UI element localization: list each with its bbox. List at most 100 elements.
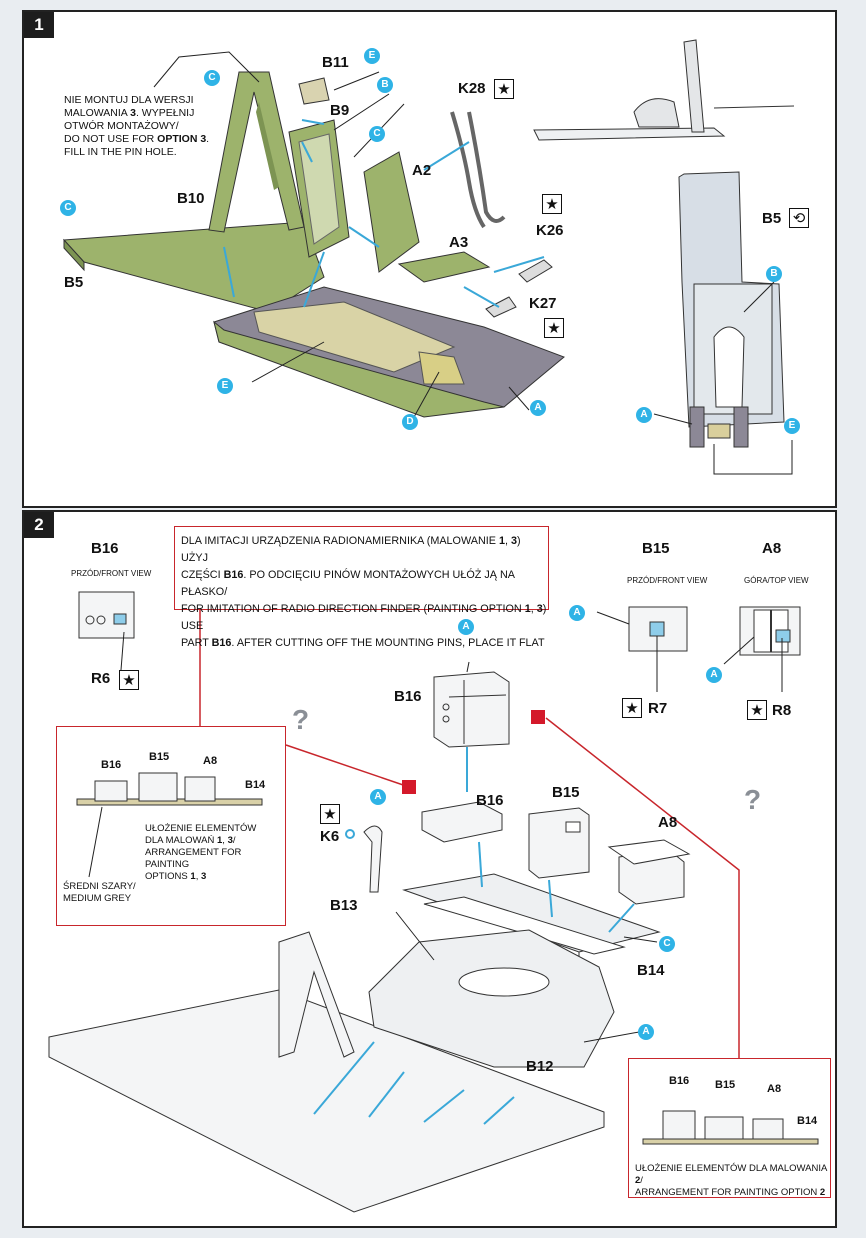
star-icon: ★ [622, 698, 642, 718]
red-connector-lines [199, 610, 740, 1058]
callout-c: C [369, 126, 385, 142]
box2-label-b14: B14 [797, 1115, 818, 1127]
label-k27: K27 [529, 295, 557, 312]
label-b16: B16 [394, 688, 422, 705]
step-1-note: NIE MONTUJ DLA WERSJI MALOWANIA 3. WYPEŁ… [64, 94, 210, 158]
step-2-artwork [48, 591, 801, 1213]
star-icon: ★ [544, 318, 564, 338]
box1-medium-grey: ŚREDNI SZARY/ MEDIUM GREY [63, 881, 136, 904]
question-mark: ? [744, 784, 762, 815]
callout-a: A [370, 789, 386, 805]
part-k6-b13 [345, 825, 383, 893]
callout-b: B [766, 266, 782, 282]
box2-label-a8: A8 [767, 1083, 782, 1095]
label-a2: A2 [412, 162, 432, 179]
callout-e: E [364, 48, 380, 64]
b15-front-view-label: PRZÓD/FRONT VIEW [627, 576, 708, 585]
label-b16-view: B16 [91, 540, 119, 557]
radio-b16-flat [421, 801, 503, 843]
radio-b16 [433, 661, 510, 748]
callout-b: B [377, 77, 393, 93]
arrangement-box-option-2: B16 B15 A8 B14 UŁOŻENIE ELEMENTÓW DLA MA… [628, 1058, 831, 1198]
step-number: 1 [24, 12, 54, 38]
red-marker [402, 780, 416, 794]
seat-cushion-a3 [397, 251, 491, 283]
label-b5-detail: B5 [762, 210, 782, 227]
box1-label-b16: B16 [101, 759, 122, 771]
callout-c: C [60, 200, 76, 216]
label-b11: B11 [322, 54, 349, 71]
frame-b12 [48, 929, 615, 1213]
callout-a: A [638, 1024, 654, 1040]
box2-label-b15: B15 [715, 1079, 736, 1091]
label-a3: A3 [449, 234, 469, 251]
step-1-artwork [62, 39, 795, 475]
callout-e: E [217, 378, 233, 394]
callout-a: A [458, 619, 474, 635]
label-r7: R7 [648, 700, 668, 717]
label-k28: K28 [458, 80, 486, 97]
box2-label-b16: B16 [669, 1075, 690, 1087]
leader-lines [395, 911, 658, 1043]
red-marker [531, 710, 545, 724]
callout-c: C [659, 936, 675, 952]
label-k6: K6 [320, 828, 340, 845]
callout-d: D [402, 414, 418, 430]
harness-k28 [450, 111, 506, 229]
callout-a: A [530, 400, 546, 416]
b16-front-view-label: PRZÓD/FRONT VIEW [71, 569, 152, 578]
callout-a: A [706, 667, 722, 683]
assembly-arrows [313, 747, 635, 1125]
box1-label-b14: B14 [245, 779, 266, 791]
label-b14: B14 [637, 962, 665, 979]
buckle-k26 [518, 259, 553, 283]
buckle-k27 [485, 296, 517, 318]
label-b13: B13 [330, 897, 358, 914]
step-number: 2 [24, 512, 54, 538]
assembly-arrows [223, 119, 545, 308]
star-icon: ★ [320, 804, 340, 824]
box1-label-b15: B15 [149, 751, 170, 763]
question-mark: ? [292, 704, 310, 735]
seat-frame-b10 [208, 71, 305, 233]
step-2-panel: 2 [22, 510, 837, 1228]
arrangement-1-artwork [76, 772, 263, 878]
label-b9: B9 [330, 102, 350, 119]
arrangement-box-options-1-3: B16 B15 A8 B14 UŁOŻENIE ELEMENTÓW DLA MA… [56, 726, 286, 926]
callout-a: A [569, 605, 585, 621]
callout-e: E [784, 418, 800, 434]
label-k26: K26 [536, 222, 564, 239]
star-icon: ★ [494, 79, 514, 99]
label-b16-flat: B16 [476, 792, 504, 809]
battery-b15 [528, 807, 590, 879]
b15-front-view [596, 606, 688, 692]
a8-top-view-label: GÓRA/TOP VIEW [744, 576, 809, 585]
label-a8-view: A8 [762, 540, 782, 557]
seat-a2 [363, 151, 420, 273]
plan-view-diagram [653, 171, 793, 475]
b16-front-view [78, 591, 135, 671]
radio-note-text: DLA IMITACJI URZĄDZENIA RADIONAMIERNIKA … [181, 535, 547, 649]
part-b11 [298, 77, 330, 105]
rotate-icon: ⟲ [789, 208, 809, 228]
box-a8 [607, 839, 691, 905]
box1-label-a8: A8 [203, 755, 218, 767]
label-b15-view: B15 [642, 540, 670, 557]
arrangement-2-artwork [642, 1110, 819, 1145]
floor-b5 [62, 221, 325, 313]
label-b5: B5 [64, 274, 84, 291]
label-r8: R8 [772, 702, 792, 719]
label-b15: B15 [552, 784, 580, 801]
radio-note-box: DLA IMITACJI URZĄDZENIA RADIONAMIERNIKA … [174, 526, 549, 649]
star-icon: ★ [542, 194, 562, 214]
label-r6: R6 [91, 670, 111, 687]
label-b12: B12 [526, 1058, 554, 1075]
step-1-panel: 1 [22, 10, 837, 508]
callout-c: C [204, 70, 220, 86]
star-icon: ★ [747, 700, 767, 720]
a8-top-view [723, 606, 801, 692]
callout-a: A [636, 407, 652, 423]
box1-arrangement-text: UŁOŻENIE ELEMENTÓW DLA MALOWAŃ 1, 3/ ARR… [145, 823, 257, 882]
star-icon: ★ [119, 670, 139, 690]
label-a8: A8 [658, 814, 678, 831]
